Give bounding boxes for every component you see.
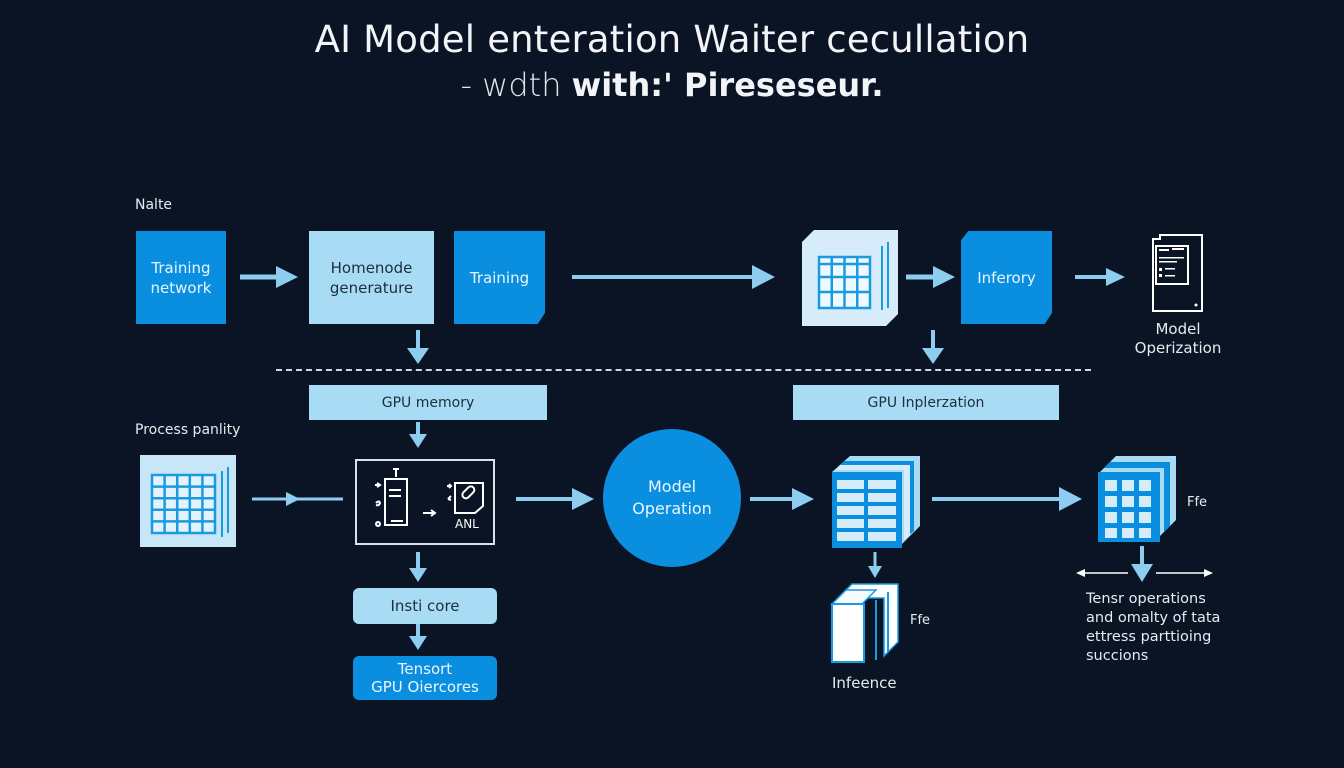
subtitle-bold: with:' Pireseseur. [571, 66, 884, 104]
arrow-memory-down [409, 422, 427, 448]
arrow-stack-to-ffe [932, 487, 1082, 511]
anl-label: ANL [455, 517, 479, 531]
label-line: Operization [1134, 339, 1222, 357]
document-icon [1152, 234, 1203, 312]
node-label-line: Homenode [330, 258, 413, 277]
arrow-training-to-homenode [240, 266, 298, 288]
arrow-stack-down [868, 552, 882, 578]
node-label-line: network [150, 278, 212, 297]
arrow-ffe-down [1131, 546, 1153, 582]
diagram-title: AI Model enteration Waiter cecullation [314, 18, 1030, 61]
arrow-grid-to-anl [252, 492, 343, 506]
arrow-homenode-down [407, 330, 429, 364]
training-node: Training [454, 231, 545, 324]
ffe-label-inference: Ffe [910, 613, 931, 628]
insti-core-node: Insti core [353, 588, 497, 624]
arrow-insti-down [409, 624, 427, 650]
arrow-training-to-grid [572, 265, 775, 289]
blue-grid-cube-icon [1098, 456, 1176, 542]
arrow-model-to-stack [750, 488, 814, 510]
model-operization-label: Model Operization [1128, 320, 1228, 358]
diagram-subtitle: - wdth with:' Pireseseur. [0, 66, 1344, 104]
label-line: Model [1155, 320, 1201, 338]
dashed-separator [276, 369, 1091, 371]
gpu-memory-bar: GPU memory [309, 385, 547, 420]
subtitle-thin: - wdth [460, 66, 572, 104]
matrix-grid-icon [140, 455, 236, 547]
node-label: Training [469, 268, 530, 287]
note-line: and omalty of tata [1086, 610, 1221, 626]
node-label: Inferory [977, 268, 1036, 287]
tensor-notes: Tensr operations and omalty of tata ettr… [1086, 590, 1236, 666]
arrow-anl-to-model [516, 488, 594, 510]
node-label-line: GPU Oiercores [371, 678, 479, 696]
arrow-inferory-to-doc [1075, 268, 1125, 286]
note-line: succions [1086, 648, 1149, 664]
white-block-stack-icon [830, 583, 899, 663]
anl-process-box: ANL [355, 459, 495, 545]
note-line: Tensr operations [1086, 591, 1206, 607]
device-sketch-icon [375, 468, 484, 527]
node-label-line: Training [151, 258, 211, 277]
arrow-anl-down [409, 552, 427, 582]
inference-label: Infeence [832, 674, 897, 692]
gpu-inplerzation-bar: GPU Inplerzation [793, 385, 1059, 420]
inferory-node: Inferory [961, 231, 1052, 324]
grid-cube-icon [802, 230, 898, 326]
node-label-line: Operation [632, 499, 712, 518]
double-arrow-spread [1076, 569, 1213, 577]
section-label-bottom: Process panlity [135, 422, 241, 438]
ffe-label-right: Ffe [1187, 495, 1208, 510]
arrow-grid-to-inferory [906, 266, 955, 288]
node-label-line: generature [329, 278, 414, 297]
stacked-table-icon [832, 456, 920, 548]
note-line: ettress parttioing [1086, 629, 1212, 645]
arrow-inferory-down [922, 330, 944, 364]
section-label-top: Nalte [135, 197, 173, 213]
node-label-line: Model [647, 477, 697, 496]
node-label-line: Tensort [397, 660, 453, 678]
